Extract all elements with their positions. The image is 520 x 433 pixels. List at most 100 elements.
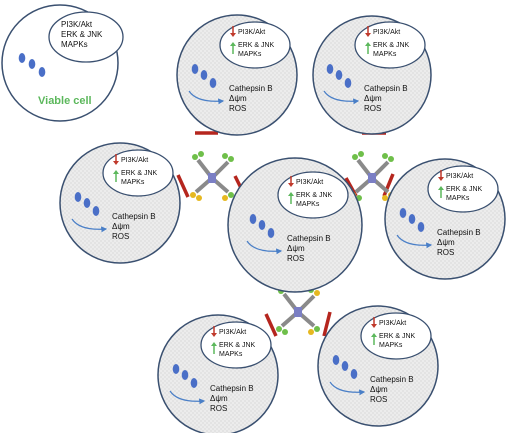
link-bar: [322, 311, 332, 337]
nucleus-up-label: ERK & JNK: [373, 42, 410, 49]
viable-cell-label: Viable cell: [38, 95, 92, 107]
pathway-arrow-icon: [71, 218, 108, 233]
nucleus-up-label: ERK & JNK: [238, 42, 275, 49]
nucleus: [277, 171, 349, 219]
nucleus-down-label: PI3K/Akt: [379, 320, 406, 327]
granule: [190, 378, 198, 388]
nucleus-up-label: ERK & JNK: [296, 192, 333, 199]
pathway-arrow-icon: [246, 240, 283, 255]
cytoplasm-label: Δψm: [229, 94, 247, 103]
cytoplasm-label: Δψm: [364, 94, 382, 103]
nucleus-up-label: MAPKs: [379, 342, 403, 349]
up-arrow-icon: [211, 342, 217, 354]
granule: [83, 198, 91, 208]
nucleus-up-label: MAPKs: [296, 201, 320, 208]
down-arrow-icon: [288, 176, 294, 187]
granule: [38, 67, 46, 77]
nucleus-up-label: MAPKs: [219, 351, 243, 358]
nucleus-down-label: PI3K/Akt: [373, 29, 400, 36]
cytoplasm-label: Δψm: [370, 385, 388, 394]
granule: [417, 222, 425, 232]
up-arrow-icon: [365, 42, 371, 54]
nucleus: [219, 21, 291, 69]
pathway-arrow-icon: [323, 90, 360, 105]
up-arrow-icon: [371, 333, 377, 345]
viable-nucleus-line-3: MAPKs: [61, 40, 88, 49]
viable-nucleus-line-1: PI3K/Akt: [61, 20, 93, 29]
granule: [209, 78, 217, 88]
up-arrow-icon: [113, 170, 119, 182]
link-bar: [264, 313, 278, 337]
nucleus: [427, 165, 499, 213]
nucleus-up-label: ERK & JNK: [219, 342, 256, 349]
cytoplasm-label: ROS: [370, 395, 387, 404]
pathway-arrow-icon: [169, 390, 206, 405]
cytoplasm-label: Δψm: [437, 238, 455, 247]
nucleus-down-label: PI3K/Akt: [446, 173, 473, 180]
cytoplasm-label: ROS: [229, 104, 246, 113]
granule: [18, 53, 26, 63]
pathway-arrow-icon: [188, 90, 225, 105]
antibody-cluster: [190, 151, 234, 201]
cytoplasm-label: ROS: [437, 248, 454, 257]
granule: [350, 369, 358, 379]
up-arrow-icon: [230, 42, 236, 54]
cytoplasm-label: Cathepsin B: [229, 84, 273, 93]
granule: [267, 228, 275, 238]
nucleus-up-label: ERK & JNK: [121, 170, 158, 177]
cytoplasm-label: Cathepsin B: [287, 234, 331, 243]
nucleus-up-label: MAPKs: [121, 179, 145, 186]
nucleus: [354, 21, 426, 69]
cytoplasm-label: Cathepsin B: [210, 384, 254, 393]
nucleus: [102, 149, 174, 197]
cytoplasm-label: ROS: [112, 232, 129, 241]
nucleus-down-label: PI3K/Akt: [219, 329, 246, 336]
granule: [399, 208, 407, 218]
up-arrow-icon: [288, 192, 294, 204]
cytoplasm-label: Cathepsin B: [370, 375, 414, 384]
cytoplasm-label: Δψm: [287, 244, 305, 253]
cytoplasm-label: Cathepsin B: [112, 212, 156, 221]
granule: [181, 370, 189, 380]
down-arrow-icon: [371, 317, 377, 328]
granule: [92, 206, 100, 216]
granule: [191, 64, 199, 74]
down-arrow-icon: [438, 170, 444, 181]
up-arrow-icon: [438, 186, 444, 198]
viable-cell: PI3K/Akt ERK & JNK MAPKs Viable cell: [1, 4, 124, 122]
cytoplasm-label: ROS: [210, 404, 227, 413]
granule: [344, 78, 352, 88]
cytoplasm-label: ROS: [364, 104, 381, 113]
granule: [200, 70, 208, 80]
down-arrow-icon: [211, 326, 217, 337]
nucleus-down-label: PI3K/Akt: [296, 179, 323, 186]
granule: [341, 361, 349, 371]
cytoplasm-label: Cathepsin B: [364, 84, 408, 93]
granule: [326, 64, 334, 74]
nucleus-up-label: ERK & JNK: [446, 186, 483, 193]
nucleus-down-label: PI3K/Akt: [238, 29, 265, 36]
down-arrow-icon: [113, 154, 119, 165]
nucleus-up-label: MAPKs: [238, 51, 262, 58]
granule: [172, 364, 180, 374]
granule: [408, 214, 416, 224]
cytoplasm-label: Δψm: [210, 394, 228, 403]
granule: [258, 220, 266, 230]
granule: [335, 70, 343, 80]
cytoplasm-label: Cathepsin B: [437, 228, 481, 237]
link-bar: [176, 174, 190, 198]
down-arrow-icon: [230, 26, 236, 37]
down-arrow-icon: [365, 26, 371, 37]
nucleus-up-label: MAPKs: [446, 195, 470, 202]
nucleus: [360, 312, 432, 360]
pathway-arrow-icon: [329, 381, 366, 396]
viable-nucleus: [48, 11, 124, 63]
